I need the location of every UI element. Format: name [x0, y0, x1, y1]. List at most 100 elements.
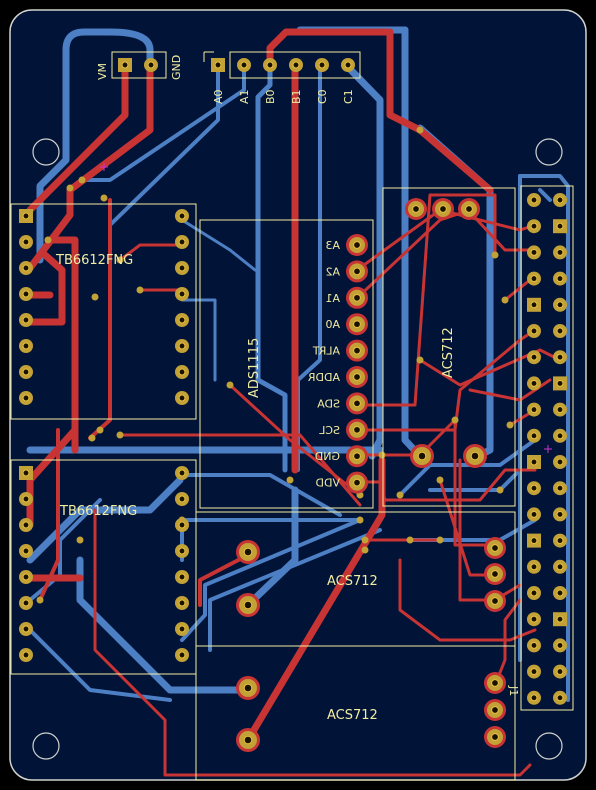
- pad: [527, 350, 541, 365]
- adc-pin-label: SDA: [317, 397, 340, 410]
- via: [416, 356, 424, 364]
- via: [100, 194, 108, 202]
- adc-label: ADS1115: [247, 338, 262, 398]
- gpio-header-outline: [520, 185, 574, 711]
- pad: [175, 596, 189, 610]
- via: [361, 536, 369, 544]
- via: [96, 426, 104, 434]
- pad: [553, 638, 567, 653]
- pad: [553, 664, 567, 679]
- pad: [553, 612, 567, 627]
- front-trace: [244, 456, 386, 744]
- front-trace: [503, 278, 532, 302]
- via: [501, 296, 509, 304]
- pad: [346, 260, 368, 283]
- back-trace: [180, 473, 342, 517]
- back-trace: [180, 518, 362, 642]
- pad: [484, 699, 506, 721]
- pad: [527, 664, 541, 679]
- pad: [175, 209, 189, 223]
- via: [451, 416, 459, 424]
- gpio-header-label: J1: [507, 685, 520, 696]
- via: [406, 536, 414, 544]
- pad: [19, 518, 33, 532]
- adc-pin-label: A1: [325, 292, 340, 305]
- pad: [19, 287, 33, 301]
- mounting-holes: [32, 138, 563, 760]
- pad: [315, 58, 329, 72]
- pad: [175, 313, 189, 327]
- pad: [236, 540, 260, 564]
- current-sensor-label: ACS712: [327, 708, 378, 723]
- pad: [175, 648, 189, 662]
- pad: [19, 261, 33, 275]
- current-sensor-outline: [382, 187, 516, 507]
- via: [378, 451, 386, 459]
- via: [91, 293, 99, 301]
- adc-pin-label: VDD: [316, 477, 340, 490]
- via: [44, 236, 52, 244]
- mounting-hole: [535, 138, 563, 166]
- pad: [553, 533, 567, 548]
- via: [416, 126, 424, 134]
- via: [396, 491, 404, 499]
- front-trace: [398, 558, 537, 642]
- pad: [553, 219, 567, 234]
- pad: [527, 271, 541, 286]
- driver-outline: [10, 203, 197, 420]
- back-trace: [255, 62, 288, 473]
- pad: [19, 570, 33, 584]
- pad: [175, 261, 189, 275]
- via: [356, 516, 364, 524]
- power-header-label-gnd: GND: [170, 55, 183, 80]
- front-trace: [355, 193, 497, 407]
- pad: [553, 297, 567, 312]
- pad: [175, 492, 189, 506]
- pad: [346, 445, 368, 468]
- via: [136, 286, 144, 294]
- pad: [175, 235, 189, 249]
- pad: [458, 198, 480, 220]
- pad: [553, 376, 567, 391]
- pad: [410, 444, 434, 468]
- power-header-outline: [111, 51, 167, 79]
- via: [78, 176, 86, 184]
- pad: [19, 492, 33, 506]
- signal-label-a1: A1: [238, 89, 251, 104]
- pad: [175, 339, 189, 353]
- current-sensor-outline: [195, 645, 516, 781]
- pad: [211, 58, 225, 72]
- signal-label-b1: B1: [290, 89, 303, 104]
- pad: [553, 690, 567, 705]
- pad: [175, 570, 189, 584]
- adc-pin-label: GND: [315, 450, 340, 463]
- pad: [346, 392, 368, 415]
- pad: [527, 507, 541, 522]
- pad: [553, 428, 567, 443]
- pad: [175, 544, 189, 558]
- driver-label: TB6612FNG: [59, 504, 137, 519]
- via: [88, 434, 96, 442]
- fiducials: [100, 163, 552, 453]
- pad: [289, 58, 303, 72]
- pad: [527, 297, 541, 312]
- pad: [553, 586, 567, 600]
- front-trace: [355, 328, 537, 432]
- power-header-label-vm: VM: [96, 63, 109, 80]
- via: [491, 251, 499, 259]
- pad: [553, 193, 567, 207]
- back-trace: [26, 476, 184, 564]
- adc-pin-label: ADDR: [308, 371, 340, 384]
- pad: [118, 58, 132, 72]
- pad: [175, 391, 189, 405]
- silkscreen-outlines: [10, 51, 574, 781]
- pad: [527, 612, 541, 627]
- pad: [19, 339, 33, 353]
- via: [36, 596, 44, 604]
- via: [76, 536, 84, 544]
- pad: [553, 324, 567, 338]
- front-trace: [88, 198, 112, 440]
- pad: [19, 622, 33, 636]
- adc-pin-label: SCL: [318, 424, 340, 437]
- adc-pin-label: ALRT: [313, 345, 340, 358]
